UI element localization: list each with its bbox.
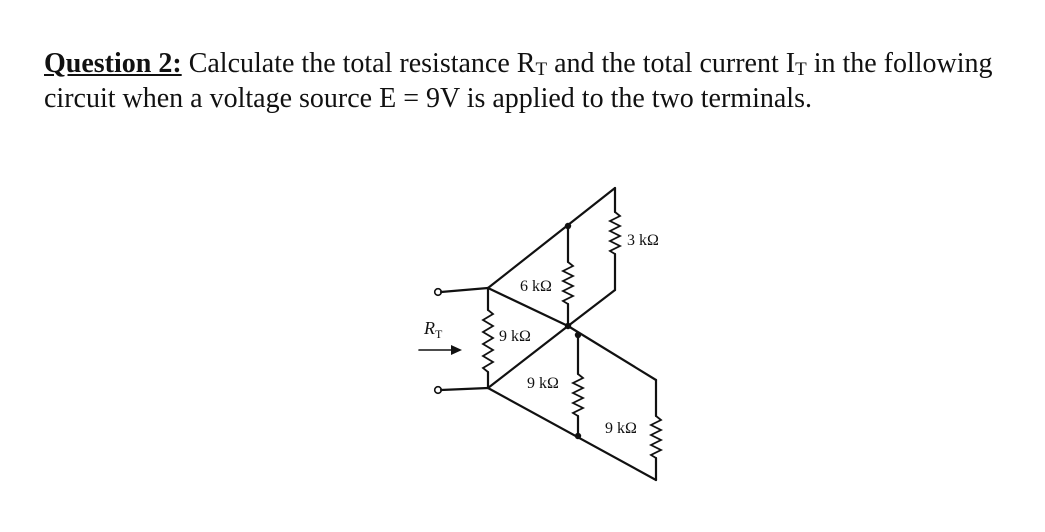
- resistor-center-9k: [570, 373, 586, 417]
- question-part-3: in the following circuit when a voltage …: [44, 48, 993, 114]
- question-text: Question 2: Calculate the total resistan…: [44, 46, 1034, 116]
- label-6k: 6 kΩ: [520, 278, 552, 295]
- rt-subscript: T: [535, 59, 548, 80]
- upper-middle-diagonal: [486, 286, 570, 328]
- label-bottom-right-9k: 9 kΩ: [605, 420, 637, 437]
- lower-center-diagonal: [486, 324, 570, 390]
- label-left-9k: 9 kΩ: [499, 328, 531, 345]
- resistor-top-right-3k: [607, 211, 623, 255]
- question-part-1: Calculate the total resistance R: [181, 48, 536, 79]
- resistor-left-9k: [481, 309, 495, 373]
- question-label: Question 2:: [44, 48, 182, 79]
- rt-arrow-head: [451, 345, 462, 355]
- bottom-terminal-lead: [439, 386, 490, 392]
- label-3k: 3 kΩ: [627, 232, 659, 249]
- upper-right-diagonal: [566, 288, 617, 328]
- resistor-bottom-right-9k: [648, 415, 664, 459]
- resistor-top-middle-6k: [560, 261, 576, 305]
- top-terminal-lead: [439, 286, 490, 294]
- it-subscript: T: [795, 59, 807, 80]
- junction-lower-bottom: [574, 432, 582, 440]
- upper-left-diagonal: [486, 186, 617, 290]
- label-center-9k: 9 kΩ: [527, 375, 559, 392]
- rt-label: RT: [423, 318, 443, 341]
- question-part-2: and the total current I: [547, 48, 796, 79]
- lower-top-diagonal: [566, 324, 658, 382]
- junction-top-6k: [564, 222, 572, 230]
- lower-bottom-diagonal: [486, 386, 658, 482]
